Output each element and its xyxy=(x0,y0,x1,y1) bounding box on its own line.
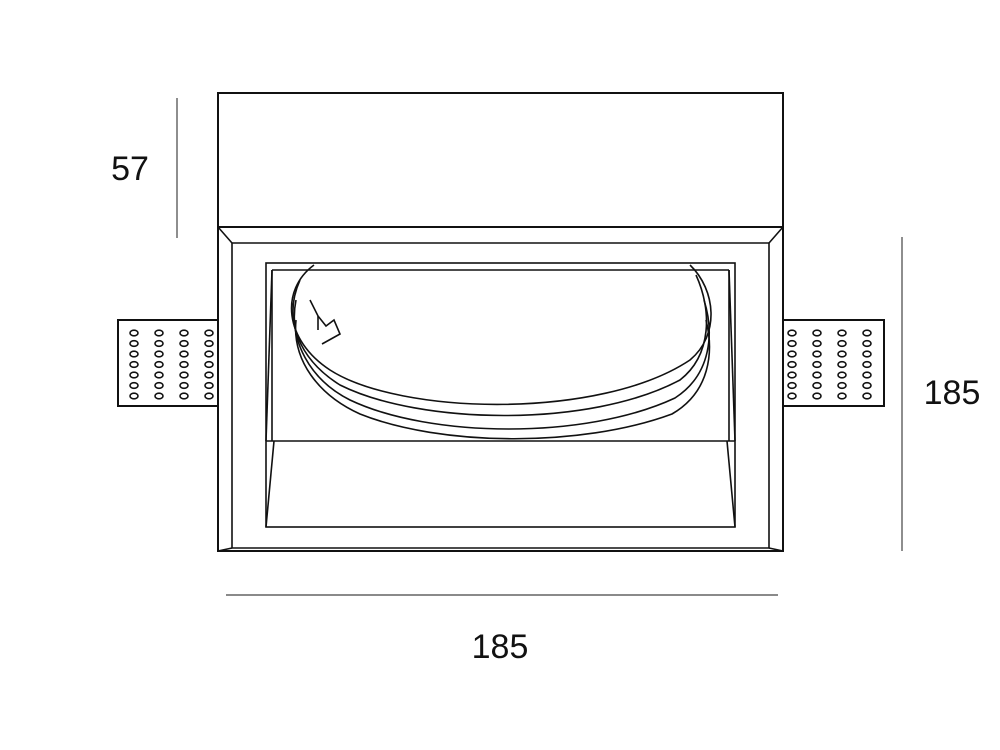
flange-hole xyxy=(154,371,164,379)
side-dimension-label: 185 xyxy=(924,374,981,412)
square-frame xyxy=(217,226,784,552)
flange-hole xyxy=(179,371,189,379)
left-flange-holes xyxy=(129,329,214,400)
width-dimension-label: 185 xyxy=(472,628,529,666)
flange-hole xyxy=(154,350,164,358)
flange-hole xyxy=(129,371,139,379)
flange-hole xyxy=(787,371,797,379)
flange-hole xyxy=(179,381,189,390)
flange-hole xyxy=(837,329,847,337)
flange-hole xyxy=(837,381,847,390)
flange-hole xyxy=(129,329,139,337)
flange-hole xyxy=(179,360,189,369)
flange-hole xyxy=(862,360,872,369)
flange-hole xyxy=(179,350,189,358)
flange-hole xyxy=(129,339,139,348)
flange-hole xyxy=(862,392,872,400)
inner-opening xyxy=(265,262,736,528)
flange-hole xyxy=(129,350,139,358)
width-dimension: 185 xyxy=(226,594,778,666)
flange-hole xyxy=(204,350,214,358)
flange-hole xyxy=(787,329,797,337)
flange-hole xyxy=(862,339,872,348)
flange-hole xyxy=(862,381,872,390)
flange-hole xyxy=(204,329,214,337)
flange-hole xyxy=(154,339,164,348)
flange-hole xyxy=(154,329,164,337)
flange-hole xyxy=(204,339,214,348)
right-mounting-flange xyxy=(782,319,885,407)
flange-hole xyxy=(129,392,139,400)
flange-hole xyxy=(812,381,822,390)
flange-hole xyxy=(837,339,847,348)
flange-hole xyxy=(812,371,822,379)
flange-hole xyxy=(787,350,797,358)
flange-hole xyxy=(812,339,822,348)
flange-hole xyxy=(812,350,822,358)
flange-hole xyxy=(812,329,822,337)
flange-hole xyxy=(154,392,164,400)
flange-hole xyxy=(787,360,797,369)
side-dimension: 185 xyxy=(901,237,981,551)
flange-hole xyxy=(837,371,847,379)
flange-hole xyxy=(154,381,164,390)
flange-hole xyxy=(204,392,214,400)
flange-hole xyxy=(179,329,189,337)
right-flange-holes xyxy=(787,329,872,400)
flange-hole xyxy=(812,392,822,400)
left-mounting-flange xyxy=(117,319,219,407)
flange-hole xyxy=(179,392,189,400)
flange-hole xyxy=(837,350,847,358)
flange-hole xyxy=(837,392,847,400)
flange-hole xyxy=(129,381,139,390)
lamp-ring xyxy=(290,264,712,440)
flange-hole xyxy=(129,360,139,369)
flange-hole xyxy=(862,350,872,358)
flange-hole xyxy=(204,360,214,369)
flange-hole xyxy=(862,371,872,379)
height-dimension-label: 57 xyxy=(111,150,149,188)
flange-hole xyxy=(812,360,822,369)
flange-hole xyxy=(787,392,797,400)
top-housing xyxy=(217,92,784,228)
flange-hole xyxy=(787,339,797,348)
height-dimension: 57 xyxy=(111,98,178,238)
flange-hole xyxy=(787,381,797,390)
flange-hole xyxy=(862,329,872,337)
flange-hole xyxy=(154,360,164,369)
flange-hole xyxy=(204,371,214,379)
flange-hole xyxy=(179,339,189,348)
flange-hole xyxy=(837,360,847,369)
flange-hole xyxy=(204,381,214,390)
